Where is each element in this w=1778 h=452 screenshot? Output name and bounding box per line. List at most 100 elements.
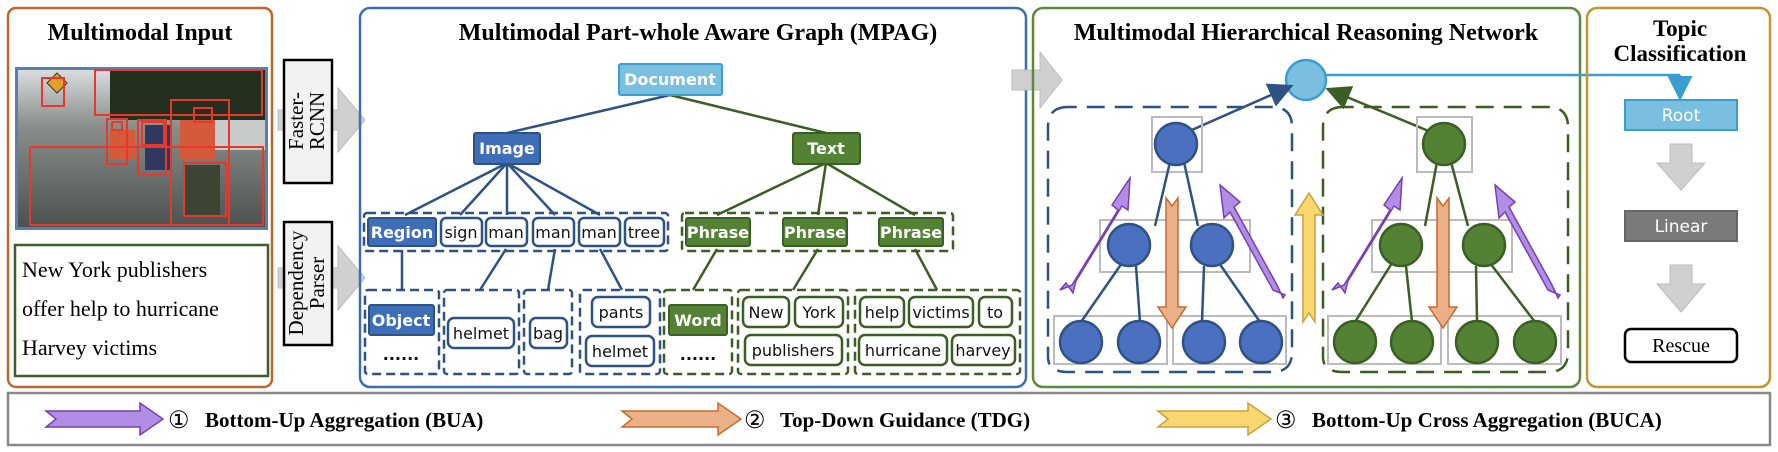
faster-rcnn-extractor: Faster- RCNN [277, 58, 366, 185]
text-tree-node-l1-a [1378, 222, 1424, 268]
extractor-label-1a: Faster- [284, 92, 308, 150]
input-sentence-box: New York publishers offer help to hurric… [13, 243, 270, 378]
detection-boxes [29, 69, 264, 226]
phrase-node-2: Phrase [782, 217, 848, 247]
word-node-help: help [858, 295, 906, 329]
arrow-right-icon [1011, 50, 1063, 110]
svg-text:man: man [535, 223, 571, 242]
tdg-arrows [1156, 195, 1459, 330]
text-tree-boundary [1321, 105, 1570, 374]
image-tree-boundary [1046, 105, 1294, 374]
region-node-man-3: man [577, 216, 622, 248]
bua-arrow-icon [1219, 183, 1287, 300]
svg-text:Region: Region [371, 223, 434, 242]
text-tree-node-l2-b [1389, 319, 1435, 365]
region-label-node: Region [367, 217, 437, 247]
svg-text:Root: Root [1662, 106, 1701, 126]
tdg-arrow-icon [1427, 195, 1459, 330]
object-node-pants: pants [590, 295, 652, 329]
extractor-label-1b: RCNN [305, 92, 329, 150]
rescue-output-box: Rescue [1623, 327, 1739, 364]
svg-text:Phrase: Phrase [880, 223, 942, 242]
image-edges [400, 93, 671, 291]
region-node-man-1: man [484, 216, 529, 248]
input-image [15, 67, 268, 230]
legend-item-bua: ① Bottom-Up Aggregation (BUA) [43, 401, 483, 437]
svg-text:Text: Text [807, 139, 845, 158]
svg-text:help: help [865, 303, 900, 322]
region-node-sign: sign [439, 216, 484, 248]
svg-text:helmet: helmet [592, 342, 648, 361]
buca-arrow [1293, 191, 1325, 325]
bua-arrow-icon [1494, 183, 1562, 300]
text-node: Text [792, 132, 861, 165]
image-tree-node-l1-b [1189, 222, 1235, 268]
object-group-man-1 [442, 288, 521, 376]
image-tree-node-l2-d [1238, 319, 1284, 365]
word-node-victims: victims [907, 295, 975, 329]
object-group [363, 288, 441, 376]
input-title: Multimodal Input [48, 20, 233, 46]
legend-item-buca: ③ Bottom-Up Cross Aggregation (BUCA) [1155, 401, 1662, 437]
trees [110, 70, 265, 120]
text-edges [669, 93, 939, 291]
svg-text:Document: Document [624, 70, 716, 89]
region-node-man-2: man [531, 216, 576, 248]
image-tree-node-root [1153, 121, 1199, 167]
linear-box: Linear [1624, 210, 1738, 242]
object-ellipsis: ...... [383, 345, 419, 364]
legend-number-2: ② [744, 408, 766, 434]
image-tree-node-l2-c [1181, 319, 1227, 365]
topic-title-line-2: Classification [1614, 41, 1747, 66]
svg-text:man: man [488, 223, 524, 242]
word-group-phrase-2 [736, 288, 850, 376]
svg-text:Phrase: Phrase [784, 223, 846, 242]
svg-text:man: man [581, 223, 617, 242]
legend-label-bua: Bottom-Up Aggregation (BUA) [205, 408, 483, 432]
svg-text:to: to [987, 303, 1003, 322]
extractor-label-2a: Dependency [284, 230, 308, 335]
word-ellipsis: ...... [680, 345, 716, 364]
legend-number-3: ③ [1275, 408, 1297, 434]
image-tree-node-l1-a [1106, 222, 1152, 268]
text-tree-node-l2-a [1332, 319, 1378, 365]
extractor-label-2b: Parser [305, 257, 329, 309]
image-tree-node-l2-b [1116, 319, 1162, 365]
topic-title-line-1: Topic [1653, 16, 1707, 41]
sentence-line-2: offer help to hurricane [22, 296, 219, 321]
object-group-man-2 [522, 288, 574, 376]
svg-text:publishers: publishers [752, 341, 835, 360]
mpag-title: Multimodal Part-whole Aware Graph (MPAG) [459, 20, 938, 46]
legend-label-buca: Bottom-Up Cross Aggregation (BUCA) [1312, 408, 1662, 432]
word-node-hurricane: hurricane [857, 333, 949, 367]
svg-text:Object: Object [372, 311, 431, 330]
svg-text:Rescue: Rescue [1652, 335, 1710, 357]
object-node-helmet-2: helmet [584, 334, 656, 368]
phrase-node-1: Phrase [685, 217, 751, 247]
word-group [662, 288, 734, 376]
topic-classification-panel: Topic Classification Root Linear Rescue [1585, 6, 1772, 389]
legend-label-tdg: Top-Down Guidance (TDG) [780, 408, 1030, 432]
svg-text:Image: Image [479, 139, 535, 158]
arrow-down-icon [1655, 264, 1707, 313]
image-tree-node-l2-a [1058, 319, 1104, 365]
bua-arrow-icon [1331, 175, 1403, 295]
word-label-node: Word [668, 304, 728, 336]
svg-text:Linear: Linear [1655, 217, 1708, 237]
bua-arrows [1059, 175, 1562, 300]
bua-arrow-icon [1059, 175, 1131, 295]
document-node: Document [618, 63, 723, 96]
svg-text:sign: sign [444, 223, 477, 242]
svg-text:York: York [801, 303, 836, 322]
svg-text:tree: tree [628, 223, 660, 242]
mhrn-title: Multimodal Hierarchical Reasoning Networ… [1074, 20, 1539, 46]
svg-text:New: New [749, 303, 784, 322]
global-root-node [1284, 58, 1328, 102]
svg-text:Phrase: Phrase [687, 223, 749, 242]
sentence-line-3: Harvey victims [22, 335, 157, 360]
image-node: Image [473, 132, 541, 165]
svg-text:Word: Word [674, 311, 721, 330]
legend-number-1: ① [168, 408, 190, 434]
svg-text:bag: bag [533, 324, 563, 343]
object-node-bag: bag [528, 316, 569, 350]
